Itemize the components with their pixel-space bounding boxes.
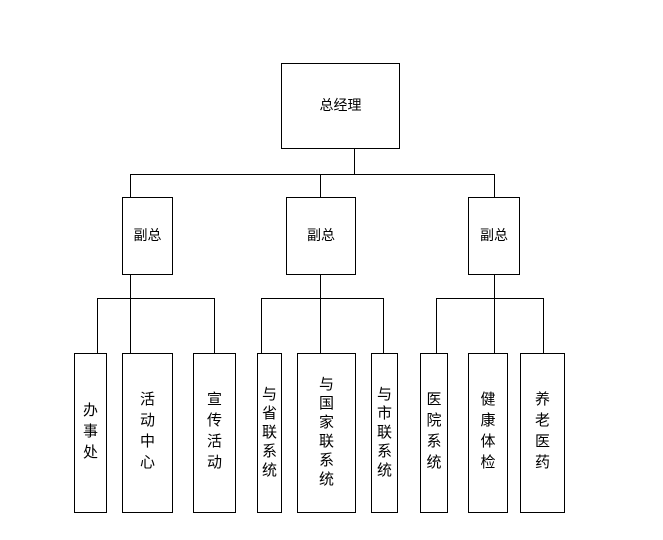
unit-node-elderly-medicine: 养老医药	[520, 353, 565, 513]
unit-label: 与国家联系统	[317, 376, 335, 490]
unit-label: 健康体检	[478, 391, 497, 475]
unit-label: 养老医药	[533, 391, 551, 475]
unit-node-office: 办事处	[74, 353, 107, 513]
unit-node-activity-center: 活动中心	[122, 353, 173, 513]
unit-node-province-link: 与省联系统	[257, 353, 282, 513]
unit-label: 与市联系统	[375, 385, 393, 481]
vice-label: 副总	[133, 228, 162, 244]
unit-node-city-link: 与市联系统	[371, 353, 398, 513]
unit-label: 办事处	[81, 401, 99, 465]
unit-node-health-check: 健康体检	[468, 353, 508, 513]
ceo-label: 总经理	[319, 98, 362, 114]
vice-label: 副总	[480, 228, 508, 244]
unit-node-promotion: 宣传活动	[193, 353, 236, 513]
unit-node-national-link: 与国家联系统	[297, 353, 356, 513]
vice-node-3: 副总	[468, 197, 520, 275]
unit-label: 宣传活动	[205, 391, 223, 475]
unit-label: 活动中心	[138, 391, 156, 475]
unit-label: 医院系统	[424, 391, 443, 475]
unit-node-hospital: 医院系统	[420, 353, 448, 513]
vice-node-2: 副总	[286, 197, 356, 275]
vice-label: 副总	[307, 228, 335, 244]
ceo-node: 总经理	[281, 63, 400, 149]
vice-node-1: 副总	[122, 197, 173, 275]
unit-label: 与省联系统	[260, 385, 278, 481]
